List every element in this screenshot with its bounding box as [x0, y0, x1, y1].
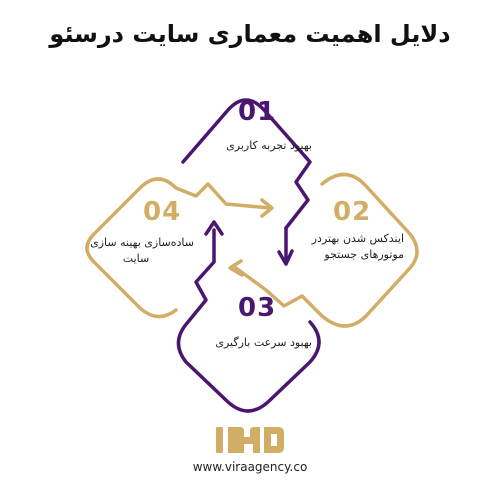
step-01-shape	[181, 98, 312, 230]
step-04-shape	[85, 177, 272, 319]
arrow-04-head	[260, 198, 274, 218]
step-01-number: 01	[238, 97, 277, 127]
step-04-label-line1: ساده‌سازی بهینه سازی	[90, 236, 194, 249]
page-title: دلایل اهمیت معماری سایت درسئو	[49, 20, 451, 48]
step-02-label-line2: موتورهای جستجو	[324, 248, 404, 261]
step-02-number: 02	[333, 197, 372, 227]
step-03-label: بهبود سرعت بارگیری	[215, 336, 312, 349]
step-03-number: 03	[238, 293, 277, 323]
step-04-number: 04	[143, 197, 182, 227]
step-04-label-line2: سایت	[122, 252, 150, 265]
step-04-label: ساده‌سازی بهینه سازی سایت	[78, 235, 194, 267]
arrow-03-head	[204, 220, 224, 236]
vira-logo	[216, 427, 284, 453]
step-03-shape	[176, 228, 321, 413]
website-url: www.viraagency.co	[192, 460, 308, 474]
step-02-label-line1: ایندکس شدن بهتردر	[311, 232, 404, 245]
step-01-label: بهبود تجربه کاربری	[226, 139, 312, 152]
arrow-02-head	[228, 259, 244, 277]
arrow-01-head	[277, 249, 294, 266]
step-02-label: ایندکس شدن بهتردر موتورهای جستجو	[292, 231, 404, 263]
step-02-shape	[234, 172, 419, 328]
